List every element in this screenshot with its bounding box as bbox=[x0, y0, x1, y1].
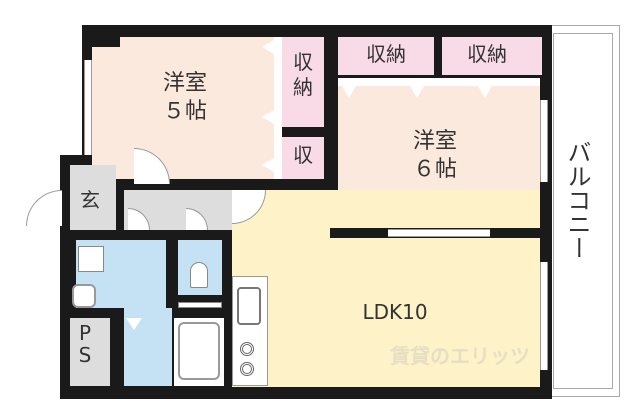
room-western-5 bbox=[92, 37, 278, 179]
window-east-upper bbox=[540, 100, 548, 182]
balcony-label: バルコニー bbox=[563, 140, 591, 260]
door-marker-icon bbox=[126, 318, 142, 330]
room-western-5-label: 洋室 ５帖 bbox=[162, 71, 207, 124]
storage-b bbox=[282, 137, 324, 179]
closet-door-icon bbox=[262, 158, 274, 172]
closet-door-icon bbox=[342, 86, 356, 98]
toilet-icon bbox=[190, 262, 208, 288]
closet-door-icon bbox=[478, 86, 492, 98]
stove-burner-2 bbox=[240, 362, 254, 376]
room-ldk-main bbox=[232, 238, 540, 387]
entrance bbox=[70, 165, 116, 230]
room-western-5-corner bbox=[82, 25, 120, 47]
storage-door-strip bbox=[274, 37, 282, 179]
storage-a-label: 収 納 bbox=[293, 50, 313, 99]
window-west bbox=[84, 60, 92, 155]
storage-c bbox=[338, 37, 434, 75]
pipe-space bbox=[70, 318, 110, 386]
bathtub-icon bbox=[178, 322, 220, 380]
kitchen-sink bbox=[237, 287, 261, 325]
washing-machine bbox=[72, 284, 96, 308]
window-east-lower bbox=[540, 262, 548, 370]
storage-c-label: 収納 bbox=[366, 42, 406, 66]
window-w6-ldk bbox=[388, 229, 490, 237]
room-western-6-label: 洋室 ６帖 bbox=[412, 129, 457, 182]
room-ldk-label: LDK10 bbox=[362, 300, 428, 324]
balcony-inner bbox=[553, 33, 613, 389]
storage-d-label: 収納 bbox=[467, 42, 507, 66]
toilet-tank bbox=[178, 302, 222, 308]
pipe-space-label: P S bbox=[78, 321, 92, 367]
closet-door-icon bbox=[262, 40, 274, 54]
balcony bbox=[548, 25, 620, 397]
stove-burner-1 bbox=[240, 342, 254, 356]
storage-b-label: 収 bbox=[293, 143, 313, 167]
storage-a bbox=[282, 37, 324, 127]
closet-door-icon bbox=[410, 86, 424, 98]
entrance-door bbox=[26, 190, 62, 226]
watermark: 賃貸のエリッツ bbox=[390, 344, 530, 368]
storage-d bbox=[442, 37, 542, 75]
closet-door-strip bbox=[338, 78, 540, 86]
wash-basin bbox=[78, 246, 104, 272]
entrance-label: 玄 bbox=[80, 188, 100, 212]
closet-door-icon bbox=[262, 110, 274, 124]
